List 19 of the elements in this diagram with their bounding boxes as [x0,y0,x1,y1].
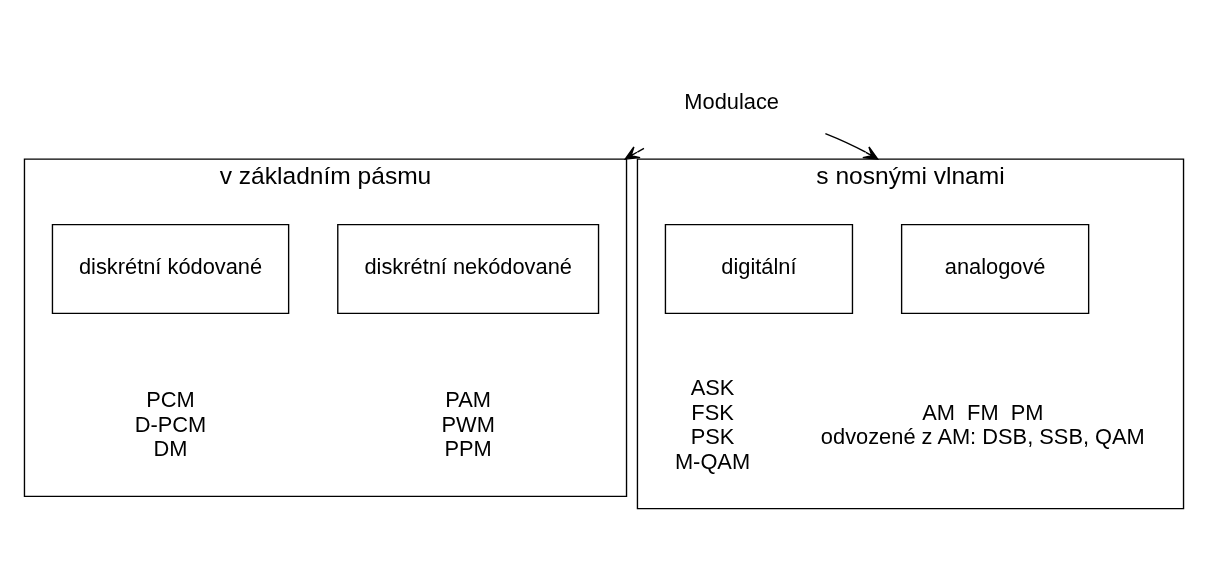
node-label: AM FM PM [922,399,1044,425]
node-label: odvozené z AM: DSB, SSB, QAM [820,424,1145,450]
node-text: Modulace [684,89,779,115]
node-label: PPM [444,436,492,462]
node-label: D-PCM [134,411,207,437]
node-label: ASK [690,375,735,401]
node-box: diskrétní kódované [51,223,290,315]
node-box: digitální [664,223,854,315]
node-label: PCM [146,387,195,413]
arrow [824,132,879,160]
node-label: FSK [691,399,734,425]
node-box: diskrétní nekódované [337,223,600,315]
node-box: analogové [900,223,1090,315]
node-label: PAM [445,387,491,413]
node-label: PSK [690,424,735,450]
node-label: DM [153,436,188,462]
node-label: M-QAM [674,448,751,474]
arrow [624,146,645,160]
node-label: PWM [441,411,495,437]
